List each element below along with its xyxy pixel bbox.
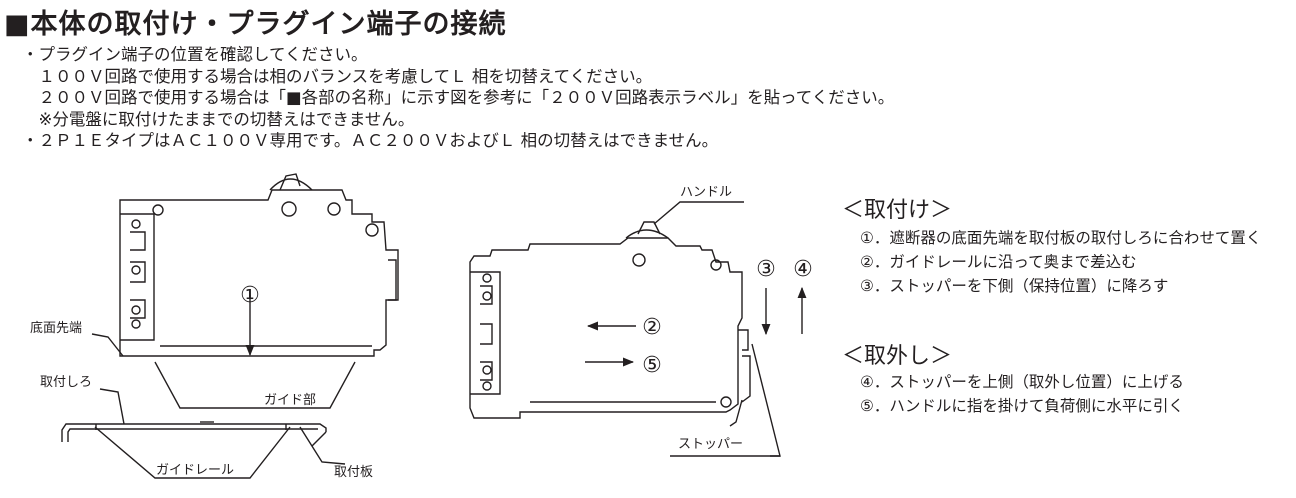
label-mount-edge: 取付しろ bbox=[40, 375, 92, 390]
label-mount-plate: 取付板 bbox=[334, 465, 373, 480]
note-line: １００Ｖ回路で使用する場合は相のバランスを考慮してＬ 相を切替えてください。 bbox=[22, 66, 653, 86]
arrow-label-4: ④ bbox=[793, 257, 813, 282]
arrow-label-3: ③ bbox=[756, 257, 776, 282]
arrow-label-2: ② bbox=[642, 315, 662, 340]
arrow-label-5: ⑤ bbox=[642, 353, 662, 378]
left-mounting-plate bbox=[61, 421, 327, 447]
install-step: ②．ガイドレールに沿って奥まで差込む bbox=[860, 253, 1137, 271]
remove-steps: ④．ストッパーを上側（取外し位置）に上げる ⑤．ハンドルに指を掛けて負荷側に水平… bbox=[860, 370, 1184, 418]
note-line: ※分電盤に取付けたままでの切替えはできません。 bbox=[22, 109, 415, 129]
install-step: ③．ストッパーを下側（保持位置）に降ろす bbox=[860, 277, 1169, 295]
right-breaker-body bbox=[469, 221, 751, 427]
left-breaker-body bbox=[119, 173, 399, 357]
note-line: ・プラグイン端子の位置を確認してください。 bbox=[22, 45, 368, 64]
remove-step: ④．ストッパーを上側（取外し位置）に上げる bbox=[860, 373, 1184, 391]
arrow-label-1: ① bbox=[240, 283, 260, 308]
note-line: ・２Ｐ１ＥタイプはＡＣ１００Ｖ専用です。ＡＣ２００ＶおよびＬ 相の切替えはできま… bbox=[22, 131, 719, 150]
label-bottom-tip: 底面先端 bbox=[30, 320, 82, 336]
page-title: ■本体の取付け・プラグイン端子の接続 bbox=[4, 9, 507, 40]
notes-list: ・プラグイン端子の位置を確認してください。 １００Ｖ回路で使用する場合は相のバラ… bbox=[22, 44, 894, 152]
remove-step: ⑤．ハンドルに指を掛けて負荷側に水平に引く bbox=[860, 397, 1184, 415]
remove-heading: ＜取外し＞ bbox=[842, 344, 953, 369]
label-handle: ハンドル bbox=[680, 185, 732, 200]
note-line: ２００Ｖ回路で使用する場合は「■各部の名称」に示す図を参考に「２００Ｖ回路表示ラ… bbox=[22, 88, 895, 107]
install-step: ①．遮断器の底面先端を取付板の取付しろに合わせて置く bbox=[860, 229, 1262, 247]
label-stopper: ストッパー bbox=[678, 437, 743, 452]
installation-diagram: ① ② ⑤ ③ ④ 底面先端 取付しろ ガイド部 ガイドレール 取付板 ハンドル… bbox=[30, 173, 813, 480]
label-guide-part: ガイド部 bbox=[264, 393, 316, 408]
install-heading: ＜取付け＞ bbox=[842, 198, 953, 223]
label-guide-rail: ガイドレール bbox=[156, 463, 234, 478]
install-steps: ①．遮断器の底面先端を取付板の取付しろに合わせて置く ②．ガイドレールに沿って奥… bbox=[860, 226, 1261, 298]
